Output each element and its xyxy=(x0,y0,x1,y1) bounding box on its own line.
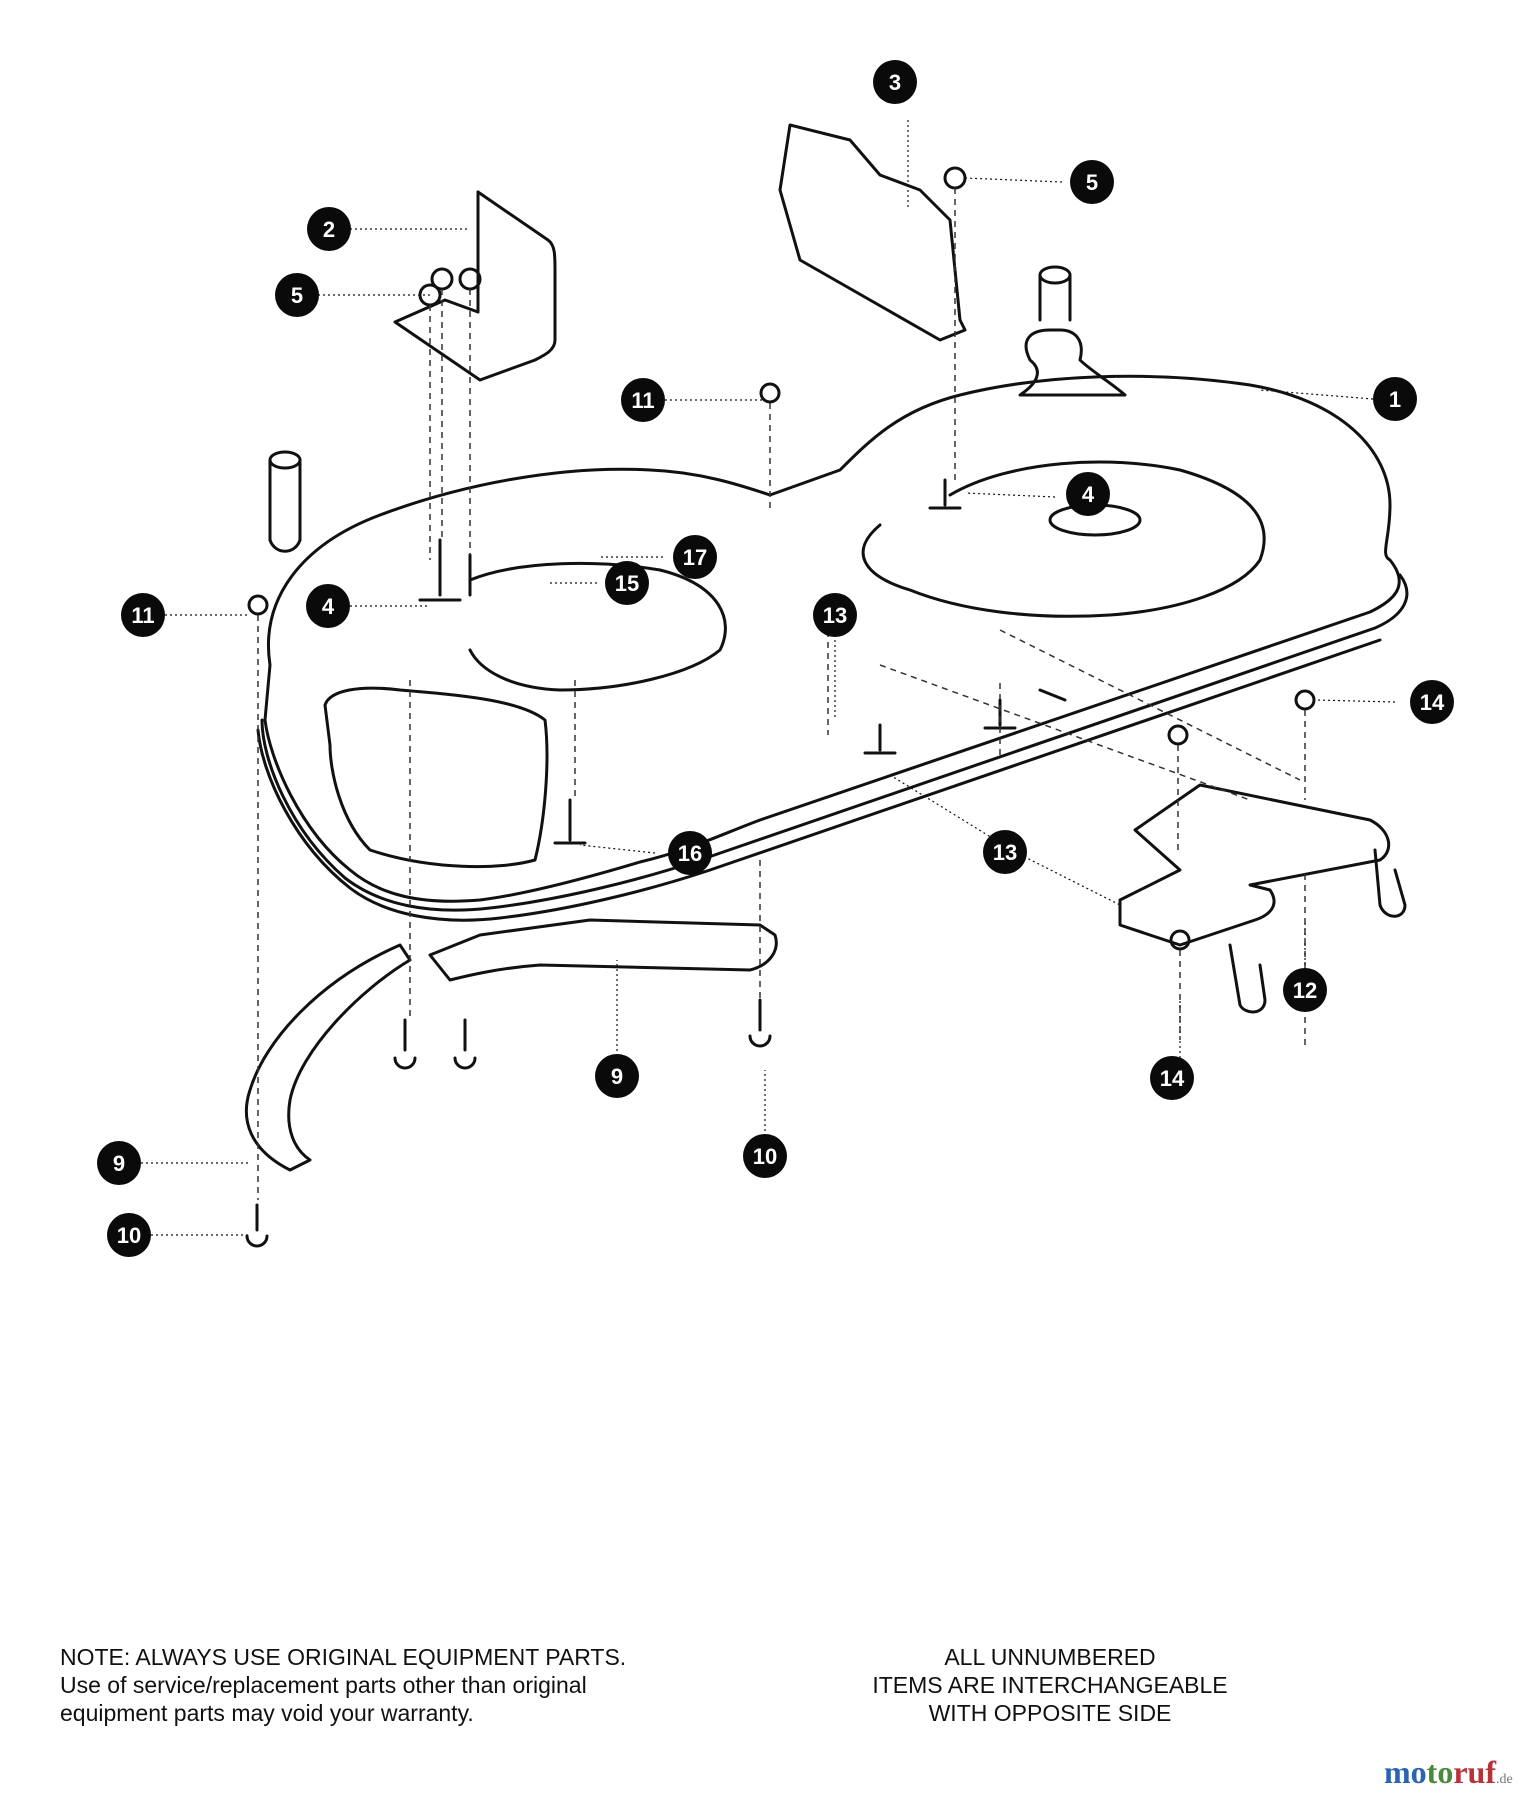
svg-text:9: 9 xyxy=(611,1064,623,1089)
svg-text:1: 1 xyxy=(1389,387,1401,412)
callout-16: 16 xyxy=(668,831,712,875)
note-line: ITEMS ARE INTERCHANGEABLE xyxy=(872,1672,1228,1698)
callout-10: 10 xyxy=(107,1213,151,1257)
interchangeable-note: ALL UNNUMBERED ITEMS ARE INTERCHANGEABLE… xyxy=(800,1643,1300,1727)
note-line: equipment parts may void your warranty. xyxy=(60,1700,474,1726)
callout-11: 11 xyxy=(121,593,165,637)
note-line: Use of service/replacement parts other t… xyxy=(60,1672,587,1698)
note-line: ALL UNNUMBERED xyxy=(944,1644,1156,1670)
svg-text:13: 13 xyxy=(993,840,1017,865)
svg-text:5: 5 xyxy=(1086,170,1098,195)
callout-10: 10 xyxy=(743,1134,787,1178)
callout-1: 1 xyxy=(1373,377,1417,421)
callout-2: 2 xyxy=(307,207,351,251)
front-bracket xyxy=(1118,783,1391,947)
watermark-logo: motoruf.de xyxy=(1384,1754,1513,1790)
svg-text:14: 14 xyxy=(1420,690,1445,715)
svg-text:11: 11 xyxy=(131,603,154,628)
callout-4: 4 xyxy=(306,584,350,628)
svg-text:17: 17 xyxy=(683,545,707,570)
note-line: NOTE: ALWAYS USE ORIGINAL EQUIPMENT PART… xyxy=(60,1644,627,1670)
callout-17: 17 xyxy=(673,535,717,579)
svg-text:15: 15 xyxy=(615,571,639,596)
callout-5: 5 xyxy=(1070,160,1114,204)
stabilizer-bar xyxy=(244,918,778,1172)
callout-14: 14 xyxy=(1410,680,1454,724)
callout-15: 15 xyxy=(605,561,649,605)
svg-text:3: 3 xyxy=(889,70,901,95)
callout-11: 11 xyxy=(621,378,665,422)
warranty-note: NOTE: ALWAYS USE ORIGINAL EQUIPMENT PART… xyxy=(60,1643,760,1727)
svg-text:4: 4 xyxy=(322,594,335,619)
callout-14: 14 xyxy=(1150,1056,1194,1100)
callout-4: 4 xyxy=(1066,472,1110,516)
callout-13: 13 xyxy=(983,830,1027,874)
mower-deck xyxy=(263,374,1401,903)
callout-3: 3 xyxy=(873,60,917,104)
svg-text:2: 2 xyxy=(323,217,335,242)
svg-text:13: 13 xyxy=(823,603,847,628)
callout-13: 13 xyxy=(813,593,857,637)
note-line: WITH OPPOSITE SIDE xyxy=(928,1700,1172,1726)
svg-text:11: 11 xyxy=(631,388,654,413)
svg-text:10: 10 xyxy=(117,1223,141,1248)
svg-text:9: 9 xyxy=(113,1151,125,1176)
svg-text:12: 12 xyxy=(1293,978,1317,1003)
callout-badges: 1 2 3 4 4 5 5 9 9 10 10 11 11 12 13 13 1… xyxy=(97,60,1454,1257)
svg-text:14: 14 xyxy=(1160,1066,1185,1091)
deck-bracket xyxy=(393,190,557,382)
callout-9: 9 xyxy=(595,1054,639,1098)
svg-text:5: 5 xyxy=(291,283,303,308)
svg-text:16: 16 xyxy=(678,841,702,866)
svg-text:4: 4 xyxy=(1082,482,1095,507)
baffle-bracket xyxy=(778,123,967,342)
callout-12: 12 xyxy=(1283,968,1327,1012)
svg-text:10: 10 xyxy=(753,1144,777,1169)
callout-5: 5 xyxy=(275,273,319,317)
callout-9: 9 xyxy=(97,1141,141,1185)
